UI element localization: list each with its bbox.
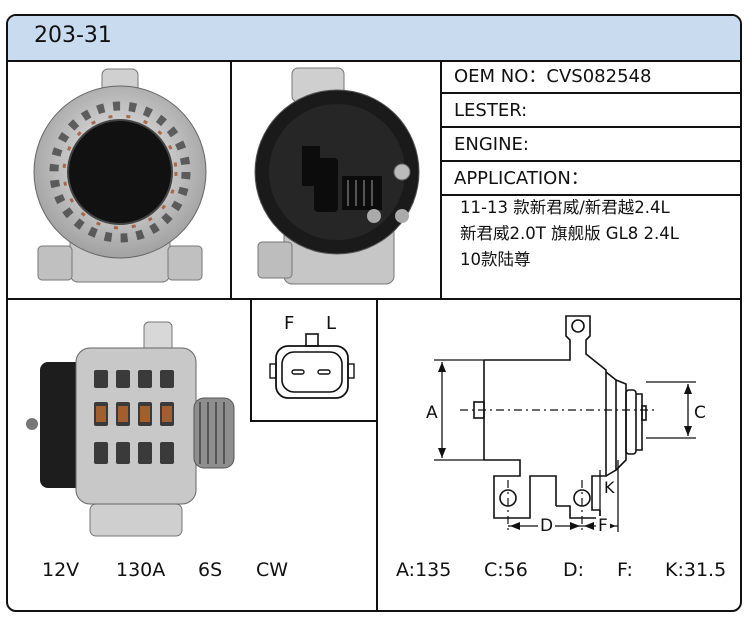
alternator-back-image [254, 67, 420, 285]
dimension-c-value: C:56 [484, 559, 528, 581]
dimension-label-c: C [694, 403, 706, 423]
application-line-2: 新君威2.0T 旗舰版 GL8 2.4L [460, 224, 679, 243]
dimension-label-k: K [604, 478, 615, 497]
application-text: 11-13 款新君威/新君越2.4L 新君威2.0T 旗舰版 GL8 2.4L … [460, 195, 730, 273]
application-line-1: 11-13 款新君威/新君越2.4L [460, 198, 670, 217]
spec-amperage: 130A [116, 559, 166, 581]
dimension-label-d: D [538, 516, 556, 536]
application-line-3: 10款陆尊 [460, 250, 531, 269]
connector-diagram [269, 333, 355, 399]
dimension-d-value: D: [563, 559, 585, 581]
dimension-a-value: A:135 [396, 559, 452, 581]
spec-rotation: CW [256, 559, 289, 581]
dimension-label-a: A [426, 403, 438, 423]
dimension-label-f: F [596, 516, 610, 536]
dimension-f-value: F: [617, 559, 633, 581]
oem-number: OEM NO：CVS082548 [442, 60, 740, 94]
spec-voltage: 12V [42, 559, 80, 581]
alternator-side-image [26, 321, 235, 537]
application-label: APPLICATION： [442, 162, 740, 196]
connector-pin-l: L [326, 313, 337, 334]
title-bar: 203-31 [8, 16, 740, 62]
connector-pin-f: F [284, 313, 295, 334]
engine-field: ENGINE: [442, 128, 740, 162]
dimension-drawing [434, 315, 696, 532]
dimension-k-value: K:31.5 [665, 559, 727, 581]
part-number: 203-31 [34, 23, 112, 48]
spec-pulley: 6S [198, 559, 223, 581]
alternator-front-image [33, 68, 207, 283]
lester-field: LESTER: [442, 94, 740, 128]
